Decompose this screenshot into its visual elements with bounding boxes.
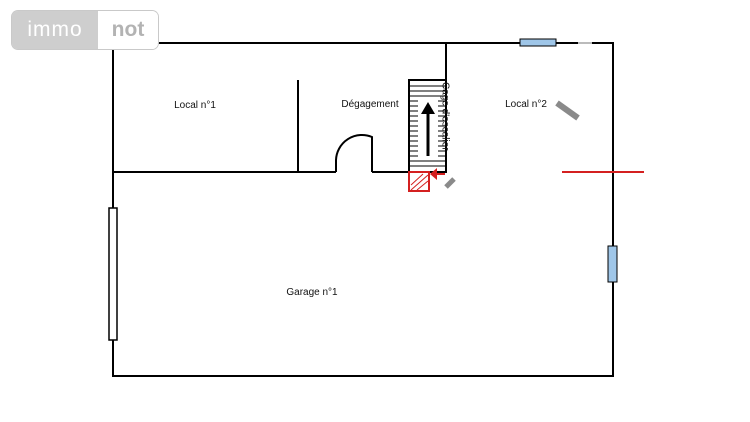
grey-marker-large (555, 100, 580, 121)
window-left (108, 207, 118, 341)
wall-outline (112, 42, 614, 377)
outer-walls (112, 42, 614, 377)
grey-marker-small (444, 177, 456, 189)
logo-text-immo: immo (12, 11, 98, 49)
logo-text-not: not (98, 11, 158, 49)
door-arc (335, 134, 373, 172)
red-hatch-box (408, 171, 430, 192)
room-label-garage: Garage n°1 (286, 287, 338, 298)
markers (408, 100, 644, 192)
room-label-degagement: Dégagement (341, 99, 398, 110)
room-label-local1: Local n°1 (174, 100, 216, 111)
window-top (519, 38, 557, 47)
stair-arrow-head (421, 102, 435, 114)
red-hatch-lines (410, 173, 429, 191)
red-arrow-head (430, 168, 437, 180)
window-right (607, 245, 618, 283)
immonot-logo: immo not (12, 11, 158, 49)
windows (108, 38, 618, 341)
room-label-cage: Cage d'escalier (440, 82, 451, 151)
room-label-local2: Local n°2 (505, 99, 547, 110)
